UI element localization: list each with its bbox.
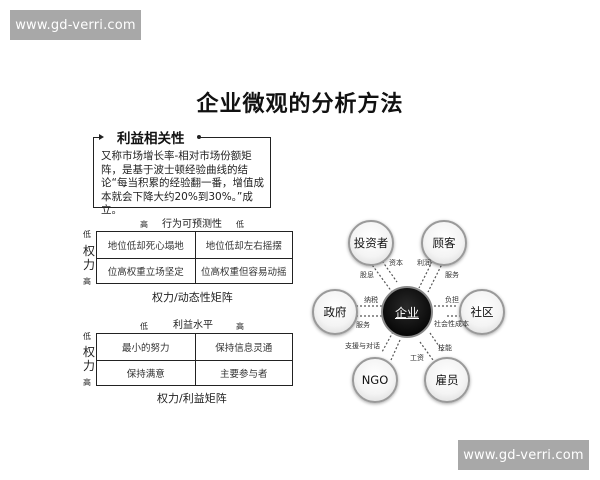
edge-label-tax: 纳税 — [364, 296, 378, 304]
matrix2-cell: 主要参与者 — [194, 359, 292, 385]
matrix2-cell: 保持满意 — [97, 359, 195, 386]
edge-label-government-service: 服务 — [356, 321, 370, 329]
matrix1-cell: 地位低却左右摇摆 — [194, 232, 293, 258]
matrix1-cell: 位高权重立场坚定 — [97, 257, 195, 284]
matrix1-top-left-label: 高 — [140, 220, 148, 229]
node-investor: 投资者 — [348, 220, 394, 266]
edge-label-profit: 利润 — [417, 259, 431, 267]
matrix1-caption: 权力/动态性矩阵 — [152, 291, 233, 304]
watermark-bottom: www.gd-verri.com — [458, 440, 589, 470]
matrix2-top-left-label: 低 — [140, 322, 148, 331]
edge-label-wages: 工资 — [410, 354, 424, 362]
node-enterprise: 企业 — [381, 286, 433, 338]
node-customer: 顾客 — [421, 220, 467, 266]
relevance-box-line-left — [93, 137, 99, 138]
power-dynamism-matrix: 地位低却死心塌地 地位低却左右摇摆 位高权重立场坚定 位高权重但容易动摇 — [96, 231, 293, 284]
matrix1-side-top-label: 低 — [83, 230, 91, 239]
node-ngo: NGO — [352, 357, 398, 403]
matrix1-top-label: 行为可预测性 — [162, 219, 222, 230]
matrix2-top-label: 利益水平 — [173, 320, 213, 331]
arrow-right-icon — [99, 134, 104, 140]
node-community: 社区 — [459, 289, 505, 335]
stakeholder-diagram: 投资者 顾客 政府 社区 NGO 雇员 企业 资本 股息 利润 服务 纳税 服务… — [300, 200, 530, 410]
relevance-description: 又称市场增长率-相对市场份额矩阵，是基于波士顿经验曲线的结论“每当积累的经验翻一… — [101, 150, 264, 216]
node-government: 政府 — [312, 289, 358, 335]
matrix2-side-top-label: 低 — [83, 332, 91, 341]
matrix1-side-bottom-label: 高 — [83, 277, 91, 286]
edge-label-burden: 负担 — [445, 296, 459, 304]
matrix1-cell: 地位低却死心塌地 — [107, 240, 184, 252]
matrix2-cell: 最小的努力 — [121, 342, 170, 354]
matrix2-top-right-label: 高 — [236, 322, 244, 331]
relevance-heading: 利益相关性 — [115, 127, 187, 147]
matrix1-side-label: 权力 — [82, 244, 95, 272]
matrix1-top-right-label: 低 — [236, 220, 244, 229]
matrix2-cell: 保持信息灵通 — [194, 334, 293, 360]
page-title: 企业微观的分析方法 — [196, 92, 404, 117]
watermark-top: www.gd-verri.com — [10, 10, 141, 40]
relevance-box-line-right — [199, 137, 270, 138]
matrix2-side-bottom-label: 高 — [83, 378, 91, 387]
matrix2-caption: 权力/利益矩阵 — [157, 392, 227, 405]
edge-label-support-dialogue: 支援与对话 — [345, 342, 380, 350]
edge-label-social-cost: 社会性成本 — [434, 320, 469, 328]
edge-label-capital: 资本 — [389, 259, 403, 267]
matrix2-side-label: 权力 — [82, 345, 95, 373]
node-employee: 雇员 — [424, 357, 470, 403]
matrix1-cell: 位高权重但容易动摇 — [194, 257, 292, 283]
edge-label-skills: 技能 — [438, 344, 452, 352]
edge-label-dividend: 股息 — [360, 271, 374, 279]
relevance-box — [93, 137, 271, 208]
power-interest-matrix: 最小的努力 保持信息灵通 保持满意 主要参与者 — [96, 333, 293, 386]
edge-label-customer-service: 服务 — [445, 271, 459, 279]
